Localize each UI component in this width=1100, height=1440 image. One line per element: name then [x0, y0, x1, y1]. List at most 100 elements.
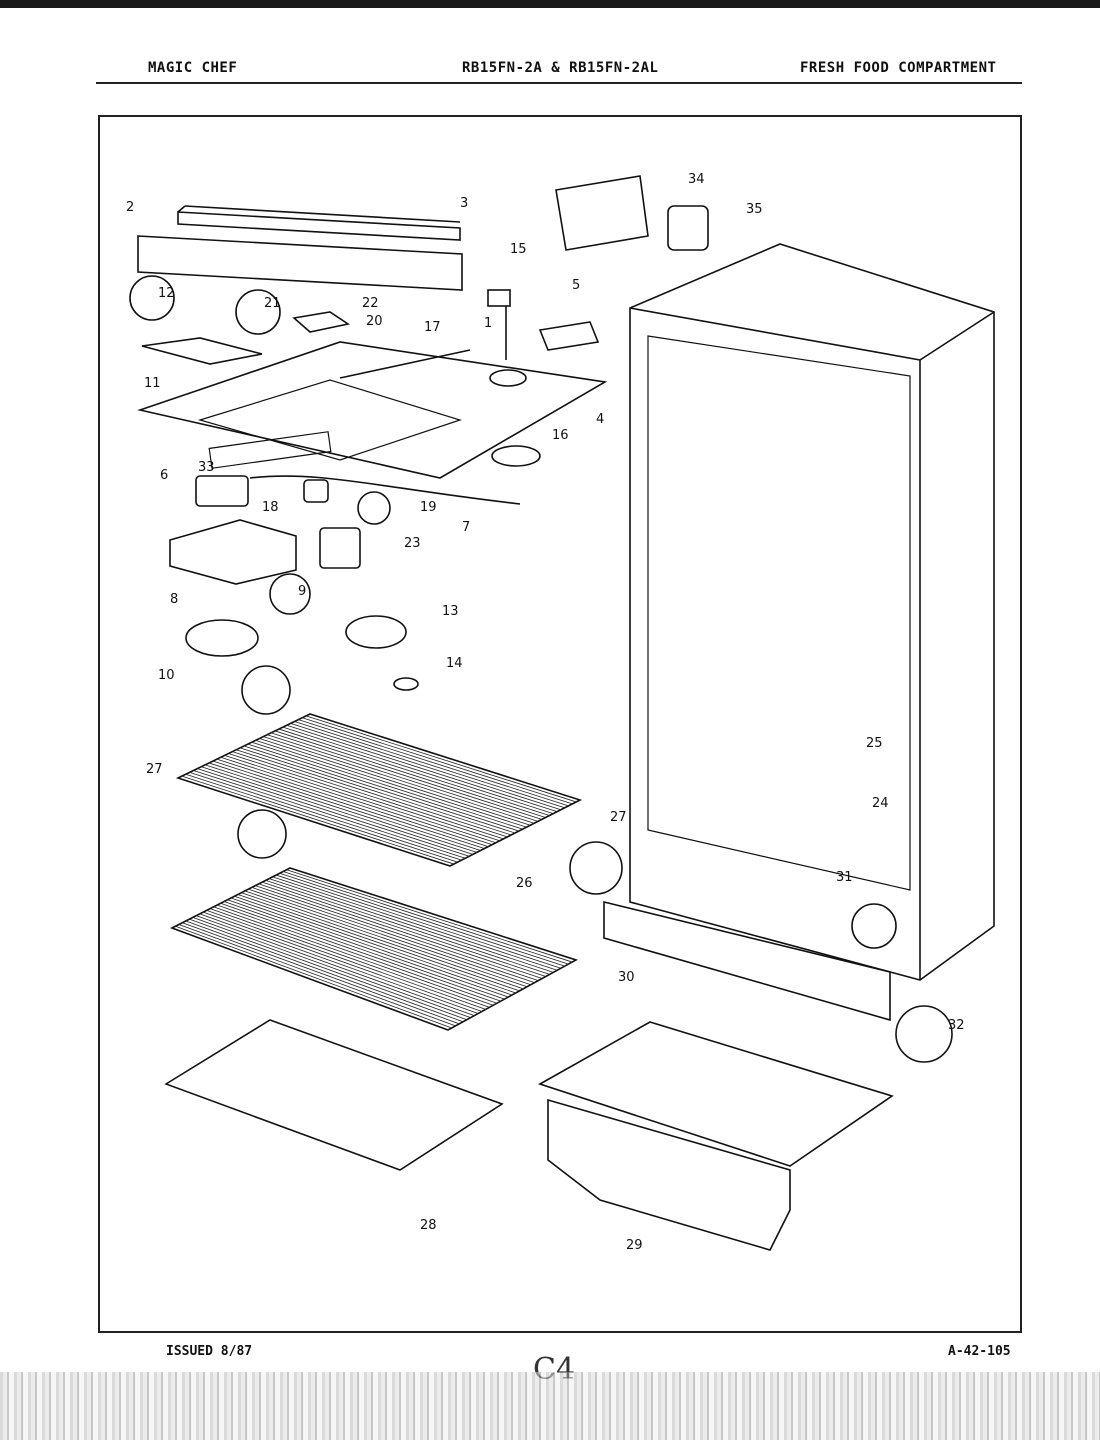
shelf-wire: [237, 894, 520, 992]
header-model: RB15FN-2A & RB15FN-2AL: [462, 60, 659, 76]
shelf-wire: [272, 876, 558, 971]
shelf-wire: [175, 925, 452, 1029]
relay-23: [319, 527, 361, 569]
shelf-wire: [185, 773, 458, 863]
footer-code: A-42-105: [948, 1344, 1011, 1359]
callout-7: 7: [462, 520, 471, 535]
shelf-wire-hatch: [175, 715, 577, 1029]
shelf-wire: [244, 890, 528, 988]
callout-3: 3: [460, 196, 469, 211]
shelf-wire: [181, 775, 454, 865]
shelf-wire: [205, 764, 477, 853]
part-11: [141, 337, 263, 365]
shelf-wire: [269, 878, 554, 973]
capillary-7: [249, 475, 521, 505]
shelf-wire: [294, 721, 565, 809]
shelf-wire: [189, 771, 462, 861]
shelf-wire: [279, 872, 565, 967]
callout-19: 19: [420, 500, 437, 515]
dial-16: [491, 445, 541, 467]
knob-shaft-part: [487, 289, 527, 387]
callout-4: 4: [596, 412, 605, 427]
part-20: [292, 311, 351, 333]
shelf-wire: [262, 881, 547, 977]
shelf-wire: [275, 874, 562, 969]
shelf-wire: [182, 922, 460, 1025]
shelf-wire: [208, 762, 481, 851]
shelf-wire: [259, 738, 531, 826]
diagram-frame: [98, 115, 1022, 1333]
shelf-wire: [267, 734, 539, 822]
shelf-wire: [199, 913, 479, 1014]
header-rule: [96, 82, 1022, 84]
grille-30: [603, 900, 891, 1022]
detail-circle-31: [851, 903, 897, 949]
mounting-bracket-part: [555, 175, 649, 251]
shelf-wire: [232, 751, 504, 840]
shelf-wire: [203, 911, 483, 1012]
shelf-wire: [228, 753, 500, 842]
shelf-wire: [234, 895, 516, 994]
callout-33: 33: [198, 460, 215, 475]
shelf-wire: [236, 749, 508, 838]
shelf-wire: [201, 766, 474, 855]
shelf-wire: [302, 717, 573, 805]
shelf-wire: [185, 920, 464, 1023]
shelf-wire: [189, 918, 467, 1021]
shelf-wire: [241, 892, 524, 990]
callout-12: 12: [158, 286, 175, 301]
cabinet-liner: [629, 243, 995, 981]
callout-20: 20: [366, 314, 383, 329]
callout-21: 21: [264, 296, 281, 311]
callout-1: 1: [484, 316, 493, 331]
shelf-wire: [247, 743, 519, 832]
detail-circle-9: [269, 573, 311, 615]
callout-27-left: 27: [146, 762, 163, 777]
shelf-wire: [224, 755, 497, 844]
shelf-wire: [255, 885, 539, 981]
callout-9: 9: [298, 584, 307, 599]
control-housing-part: [137, 341, 608, 479]
scan-edge-top: [0, 0, 1100, 8]
shelf-wire: [223, 901, 505, 1000]
shelf-wire: [263, 736, 535, 824]
shelf-wire: [213, 906, 494, 1006]
shelf-wire: [216, 904, 498, 1004]
bracket-part: [538, 321, 600, 351]
callout-25: 25: [866, 736, 883, 751]
shelf-wire: [265, 879, 550, 975]
shelf-wire: [298, 719, 569, 807]
light-shield-part: [137, 205, 463, 291]
callout-30: 30: [618, 970, 635, 985]
callout-27-right: 27: [610, 810, 627, 825]
shelf-wire: [255, 739, 527, 828]
callout-6: 6: [160, 468, 169, 483]
callout-35: 35: [746, 202, 763, 217]
shelf-wire: [210, 908, 490, 1008]
callout-14: 14: [446, 656, 463, 671]
shelf-wire: [216, 758, 489, 847]
shelf-wire: [212, 760, 485, 849]
shelf-wire: [251, 741, 523, 830]
detail-circle-32: [895, 1005, 953, 1063]
shelf-wire: [271, 732, 542, 820]
callout-28: 28: [420, 1218, 437, 1233]
detail-circle-27a: [241, 665, 291, 715]
shelf-wire: [220, 756, 493, 846]
callout-17: 17: [424, 320, 441, 335]
callout-24: 24: [872, 796, 889, 811]
control-box-8: [169, 519, 297, 585]
shelf-wire: [258, 883, 543, 979]
callout-13: 13: [442, 604, 459, 619]
callout-8: 8: [170, 592, 179, 607]
shelf-wire: [248, 888, 531, 986]
callout-2: 2: [126, 200, 135, 215]
callout-5: 5: [572, 278, 581, 293]
socket-18: [303, 479, 329, 503]
glass-cover-28: [164, 1019, 504, 1171]
shelf-wire: [286, 869, 573, 963]
shelf-wire: [243, 745, 516, 834]
callout-29: 29: [626, 1238, 643, 1253]
callout-34: 34: [688, 172, 705, 187]
